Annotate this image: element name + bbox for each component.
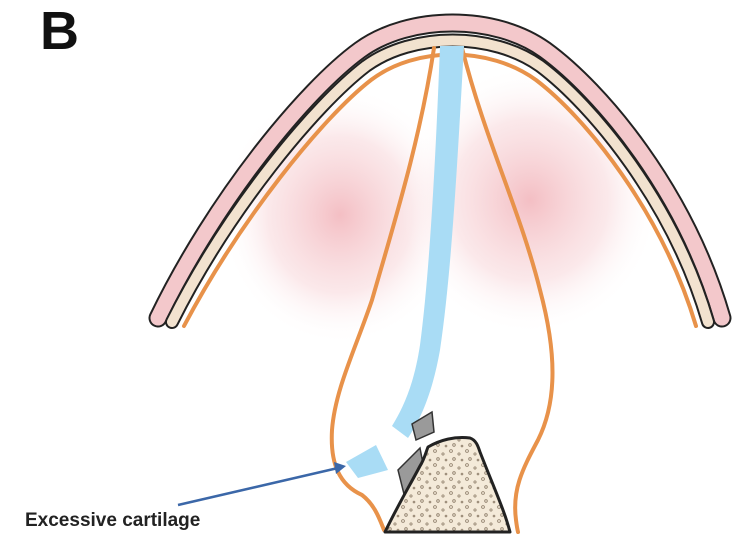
excessive-cartilage-fragment: [346, 445, 388, 478]
callout-label: Excessive cartilage: [25, 510, 200, 532]
callout-arrow: [178, 462, 346, 505]
panel-label: B: [40, 4, 79, 58]
